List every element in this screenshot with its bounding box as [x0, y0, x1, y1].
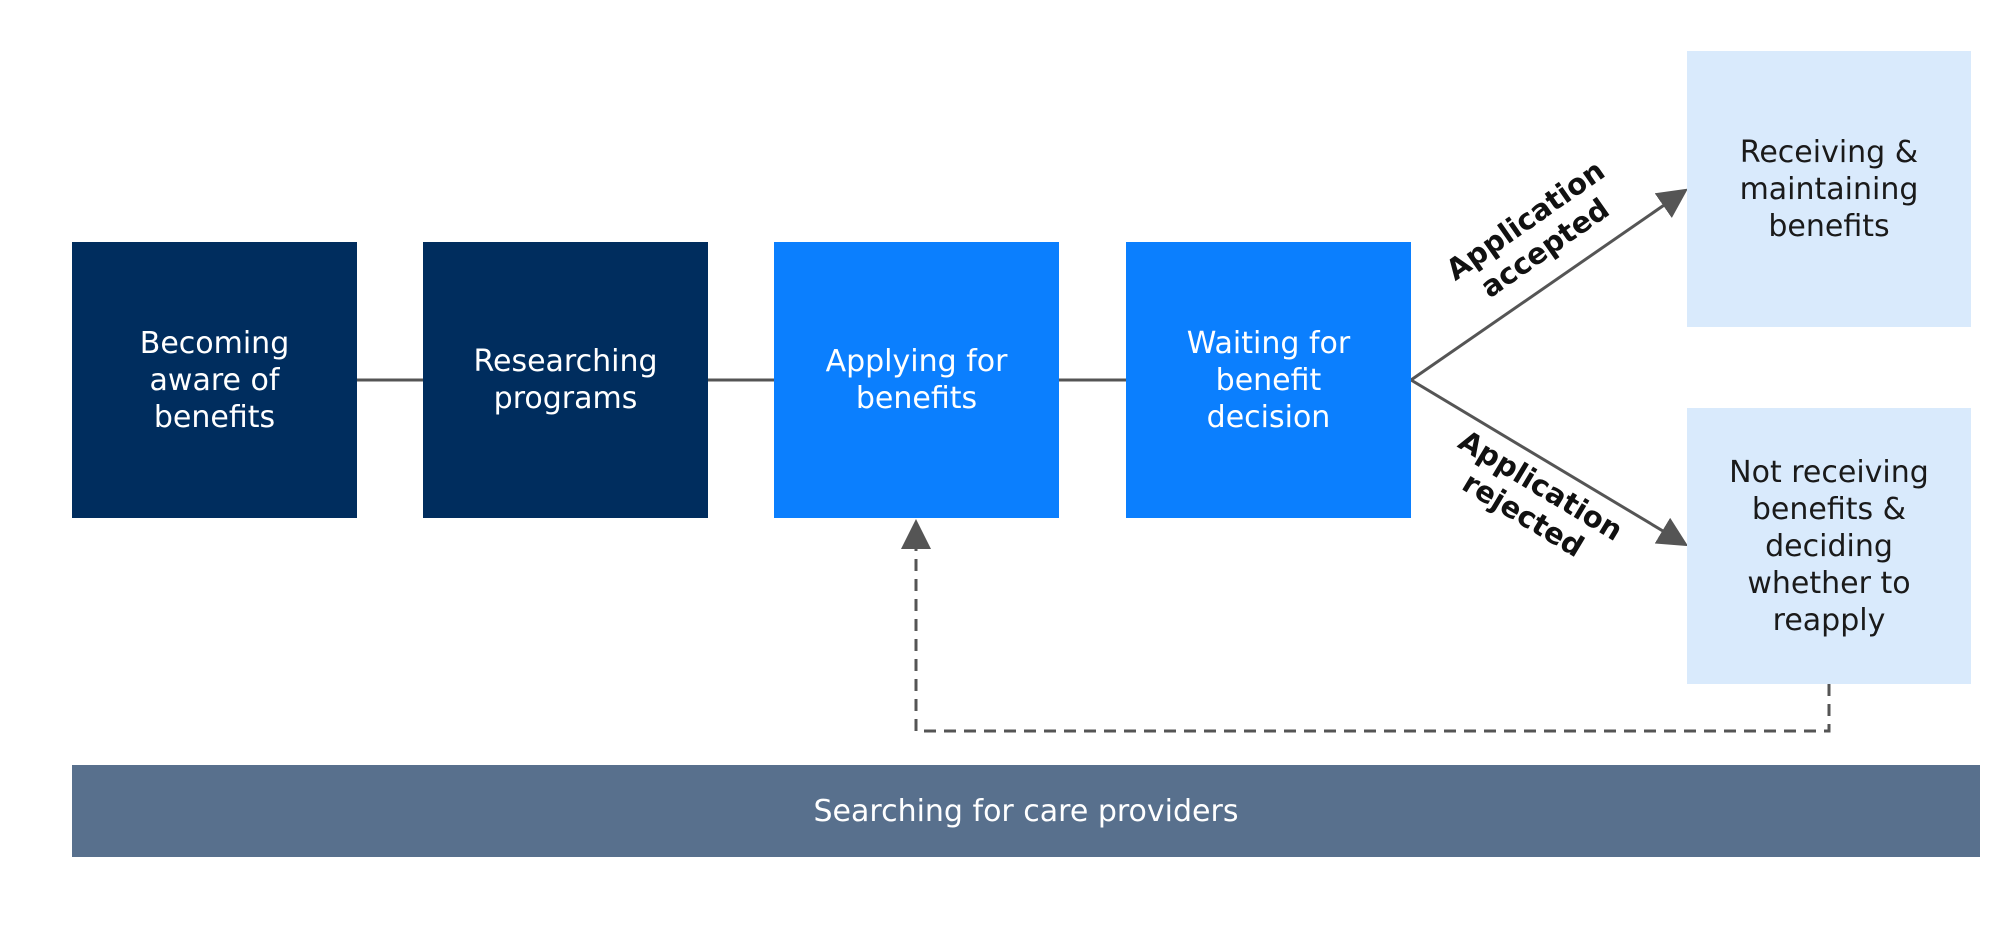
- stage-researching-programs-label: Researching programs: [473, 344, 658, 416]
- outcome-not-receiving-benefits: Not receiving benefits & deciding whethe…: [1687, 408, 1971, 684]
- stage-becoming-aware: Becoming aware of benefits: [72, 242, 357, 518]
- stage-waiting-decision: Waiting for benefit decision: [1126, 242, 1411, 518]
- arrow-rejected: [1410, 378, 1689, 547]
- outcome-receiving-benefits-label: Receiving & maintaining benefits: [1739, 134, 1919, 244]
- arrow-reapply-loop: [901, 519, 1831, 733]
- outcome-receiving-benefits: Receiving & maintaining benefits: [1687, 51, 1971, 327]
- care-provider-banner: Searching for care providers: [72, 765, 1980, 857]
- stage-researching-programs: Researching programs: [423, 242, 708, 518]
- outcome-not-receiving-benefits-label: Not receiving benefits & deciding whethe…: [1729, 454, 1929, 638]
- stage-applying-label: Applying for benefits: [825, 344, 1008, 416]
- stage-becoming-aware-label: Becoming aware of benefits: [139, 325, 290, 435]
- stage-waiting-decision-label: Waiting for benefit decision: [1186, 325, 1351, 435]
- arrow-accepted: [1410, 188, 1688, 382]
- stage-applying: Applying for benefits: [774, 242, 1059, 518]
- care-provider-banner-label: Searching for care providers: [813, 793, 1239, 829]
